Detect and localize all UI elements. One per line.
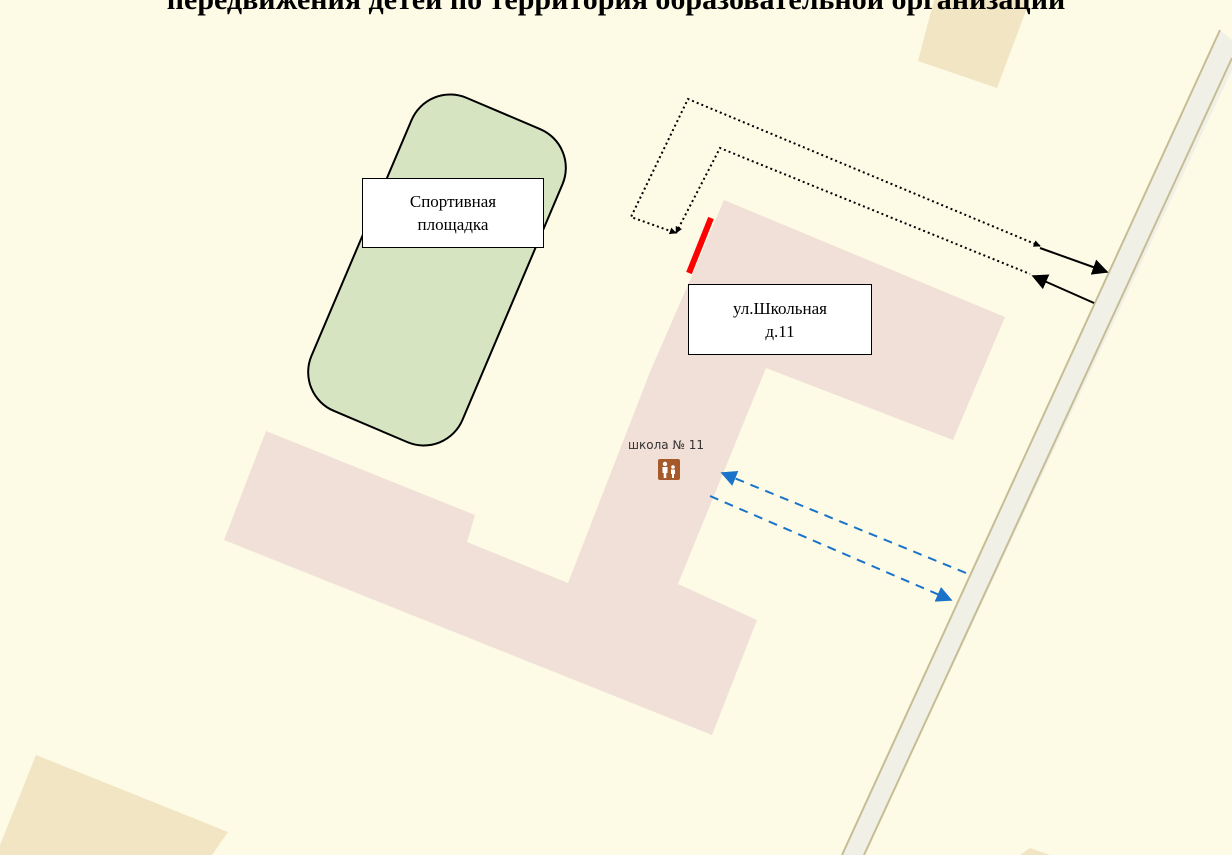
sports-ground-label: Спортивная площадка xyxy=(362,178,544,248)
pedestrian-arrow-from-road xyxy=(1031,274,1095,304)
neighbor-building-bottom-left xyxy=(0,755,228,855)
pedestrian-route-inner xyxy=(675,146,1031,275)
map-title: передвижения детей по территория образов… xyxy=(0,0,1232,22)
pedestrian-route-outer xyxy=(629,97,1041,247)
address-label: ул.Школьная д.11 xyxy=(688,284,872,355)
sports-ground-label-line2: площадка xyxy=(417,215,489,234)
pedestrian-arrow-to-road xyxy=(1039,247,1109,275)
address-label-house: д.11 xyxy=(765,321,795,341)
children-crossing-icon xyxy=(658,459,680,480)
vehicle-route-in xyxy=(720,471,967,574)
neighbor-building-bottom-right xyxy=(1020,848,1050,855)
neighbor-building-top xyxy=(918,0,1030,88)
road xyxy=(842,30,1232,855)
road-edge-right xyxy=(863,57,1232,855)
road-edge-left xyxy=(841,29,1221,855)
address-label-street: ул.Школьная xyxy=(732,298,827,318)
sports-ground-label-line1: Спортивная xyxy=(409,192,497,211)
school-name-label: школа № 11 xyxy=(628,438,704,452)
vehicle-route-out xyxy=(709,495,953,602)
